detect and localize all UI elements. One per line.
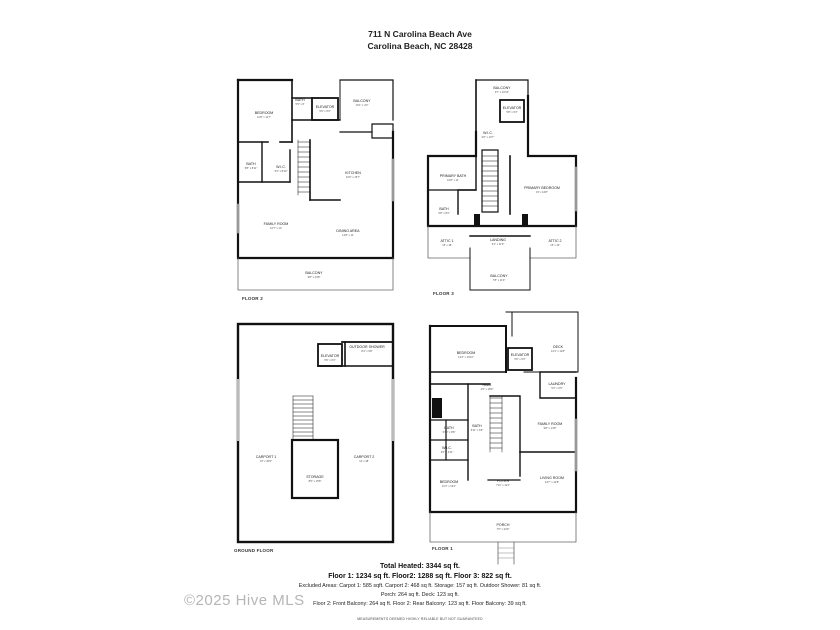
room-outdoor-shower-dim: 8'4" x 9'8" <box>361 349 372 353</box>
room-balcony-f2-top-dim: 10'1" x 4'3" <box>356 103 369 107</box>
room-elevator-f3: ELEVATOR <box>503 106 522 110</box>
room-storage-dim: 8'5" x 15'8" <box>309 479 322 483</box>
room-bath1-f1: BATH <box>444 426 454 430</box>
room-bath-f3-dim: 6'8" x 8'3" <box>438 211 449 215</box>
room-bedroom-f1-top-dim: 13'4" x 16'10" <box>458 355 474 359</box>
room-carport2-dim: 14' x 38' <box>359 459 369 463</box>
room-bedroom-f1-bottom: BEDROOM <box>440 480 459 484</box>
room-elevator-ground: ELEVATOR <box>321 354 340 358</box>
room-dining-f2-dim: 14'8" x 11' <box>342 233 354 237</box>
room-elevator-f2-dim: 5'9" x 6'3" <box>319 109 330 113</box>
room-attic1-f3-dim: 15' x 18' <box>442 243 452 247</box>
room-wic-f2: W.I.C. <box>276 165 286 169</box>
ground-floor-plan <box>236 322 395 544</box>
floor-2-label: FLOOR 2 <box>242 296 263 301</box>
room-hall-f1-dim: 4'2" x 18'9" <box>481 387 494 391</box>
room-bath1-f1-dim: 6'10" x 8'8" <box>443 430 456 434</box>
room-wic-f3: W.I.C. <box>483 131 493 135</box>
room-family-f2-dim: 12'7" x 14' <box>270 226 282 230</box>
room-wic-f3-dim: 6'6" x 10'7" <box>482 135 495 139</box>
total-heated: Total Heated: 3344 sq ft. <box>379 563 460 570</box>
room-landing-f3: LANDING <box>490 238 506 242</box>
room-laundry-f1: LAUNDRY <box>548 382 566 386</box>
room-primary-bath-f3-dim: 10'8" x 11' <box>447 178 459 182</box>
disclaimer: MEASUREMENTS DEEMED HIGHLY RELIABLE BUT … <box>357 617 483 621</box>
room-carport2: CARPORT 2 <box>354 455 374 459</box>
room-attic1-f3: ATTIC 1 <box>440 239 453 243</box>
room-bath2-f1: BATH <box>472 424 482 428</box>
room-balcony-f3-top-dim: 9'7" x 10'10" <box>495 90 509 94</box>
room-deck-f1: DECK <box>553 345 564 349</box>
room-attic2-f3: ATTIC 2 <box>548 239 561 243</box>
ground-floor-label: GROUND FLOOR <box>234 548 274 553</box>
room-primary-bedroom-f3: PRIMARY BEDROOM <box>524 186 560 190</box>
address-line-2: Carolina Beach, NC 28428 <box>367 41 473 51</box>
room-primary-bath-f3: PRIMARY BATH <box>440 174 467 178</box>
room-living-f1: LIVING ROOM <box>540 476 564 480</box>
address-header: 711 N Carolina Beach Ave Carolina Beach,… <box>0 28 840 52</box>
room-laundry-f1-dim: 5'3" x 6'5" <box>551 386 562 390</box>
room-family-f1: FAMILY ROOM <box>538 422 563 426</box>
room-carport1: CARPORT 1 <box>256 455 276 459</box>
floor-1-plan <box>428 311 579 565</box>
room-outdoor-shower: OUTDOOR SHOWER <box>349 345 385 349</box>
room-landing-f3-dim: 6'1" x 11'9" <box>492 242 505 246</box>
floor-1-label: FLOOR 1 <box>432 546 453 551</box>
room-porch-f1: PORCH <box>497 523 510 527</box>
room-bath2-f1-dim: 5'11" x 6'6" <box>471 428 484 432</box>
room-living-f1-dim: 13'7" x 12'8" <box>545 480 559 484</box>
room-foyer-f1: FOYER <box>497 479 510 483</box>
room-bedroom-f2-dim: 12'8" x 11'7" <box>257 115 271 119</box>
porch-deck-areas: Porch: 264 sq ft. Deck: 123 sq ft. <box>380 592 460 598</box>
room-kitchen-f2-dim: 10'6" x 15'7" <box>346 175 360 179</box>
room-family-f2: FAMILY ROOM <box>264 222 289 226</box>
room-carport1-dim: 15' x 46'9" <box>260 459 272 463</box>
room-elevator-f1-dim: 5'6" x 6'3" <box>514 357 525 361</box>
area-summary: Total Heated: 3344 sq ft. Floor 1: 1234 … <box>0 562 840 623</box>
floor-2-plan <box>236 78 395 291</box>
address-line-1: 711 N Carolina Beach Ave <box>368 29 472 39</box>
room-dining-f2: DINING AREA <box>336 229 360 233</box>
room-balcony-f2-bottom: BALCONY <box>305 271 323 275</box>
floor-areas: Floor 1: 1234 sq ft. Floor2: 1288 sq ft.… <box>328 573 512 580</box>
room-balcony-f3-bottom-dim: 7'8" x 11'9" <box>493 278 506 282</box>
room-wic-f1-dim: 4'6" x 4'11" <box>441 450 454 454</box>
room-attic2-f3-dim: 15' x 16' <box>550 243 560 247</box>
room-primary-bedroom-f3-dim: 15' x 16'8" <box>536 190 548 194</box>
room-bedroom-f1-bottom-dim: 11'3" x 13'4" <box>442 484 456 488</box>
room-family-f1-dim: 9'8" x 14'8" <box>544 426 557 430</box>
room-bath-f2-top-dim: 5'5" x 8' <box>296 102 305 106</box>
floor-3-plan <box>426 79 578 291</box>
floor-3-label: FLOOR 3 <box>433 291 454 296</box>
room-bath-f3: BATH <box>439 207 449 211</box>
room-storage: STORAGE <box>306 475 324 479</box>
excluded-areas: Excluded Areas: Carpot 1: 585 sqft. Carp… <box>298 583 542 589</box>
room-foyer-f1-dim: 7'11" x 11'4" <box>496 483 510 487</box>
room-balcony-f3-bottom: BALCONY <box>490 274 508 278</box>
room-deck-f1-dim: 14'1" x 11'8" <box>551 349 565 353</box>
room-bedroom-f2: BEDROOM <box>255 111 274 115</box>
room-bath-f2-side-dim: 5'8" x 8'11" <box>245 166 258 170</box>
room-elevator-ground-dim: 5'9" x 6'3" <box>324 358 335 362</box>
mls-watermark: ©2025 Hive MLS <box>184 592 305 609</box>
room-bedroom-f1-top: BEDROOM <box>457 351 476 355</box>
room-wic-f2-dim: 5'2" x 8'10" <box>275 169 288 173</box>
room-balcony-f2-bottom-dim: 9'8" x 24'8" <box>308 275 321 279</box>
room-balcony-f2-top: BALCONY <box>353 99 371 103</box>
room-bath-f2-top: BATH <box>295 98 305 102</box>
room-balcony-f3-top: BALCONY <box>493 86 511 90</box>
balcony-areas: Floor 2: Front Balcony: 264 sq ft. Floor… <box>313 601 527 607</box>
room-kitchen-f2: KITCHEN <box>345 171 361 175</box>
room-hall-f1: HALL <box>483 383 492 387</box>
room-porch-f1-dim: 7'6" x 34'9" <box>497 527 510 531</box>
room-wic-f1: W.I.C. <box>442 446 452 450</box>
room-bath-f2-side: BATH <box>246 162 256 166</box>
room-elevator-f2: ELEVATOR <box>316 105 335 109</box>
room-elevator-f3-dim: 5'8" x 6'3" <box>506 110 517 114</box>
room-elevator-f1: ELEVATOR <box>511 353 530 357</box>
